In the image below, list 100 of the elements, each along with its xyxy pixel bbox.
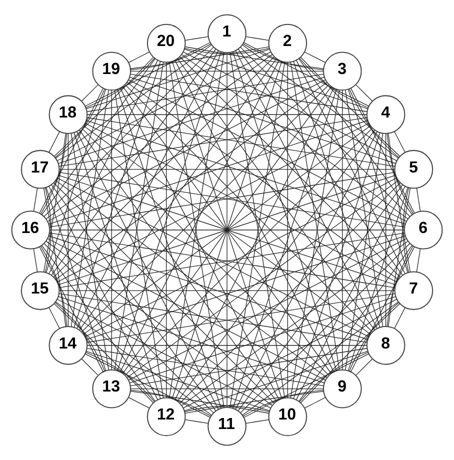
- connector: [130, 348, 368, 386]
- connector: [56, 122, 370, 282]
- node-circle: 10: [268, 397, 308, 436]
- connector: [402, 187, 409, 273]
- connector: [48, 120, 368, 224]
- connector: [416, 248, 421, 272]
- connector: [182, 54, 408, 220]
- connector: [130, 390, 270, 414]
- connector: [180, 182, 400, 404]
- connector: [342, 90, 343, 370]
- connector: [386, 246, 414, 327]
- connector: [81, 358, 98, 376]
- connector: [86, 348, 324, 386]
- connector: [174, 88, 334, 400]
- connector: [126, 82, 399, 280]
- connector: [174, 60, 334, 372]
- connector: [51, 48, 216, 276]
- connector: [238, 184, 403, 412]
- connector: [126, 180, 399, 378]
- connector: [184, 406, 270, 412]
- connector: [130, 74, 368, 112]
- connector: [58, 174, 396, 286]
- connector: [87, 345, 368, 346]
- connector: [244, 354, 370, 418]
- connector: [58, 76, 325, 164]
- node-circle: 16: [11, 210, 50, 250]
- connector: [244, 42, 370, 107]
- connector: [184, 390, 324, 414]
- connector: [46, 240, 273, 406]
- connector: [86, 58, 155, 108]
- connector: [242, 302, 398, 416]
- node-circle: 15: [20, 271, 60, 310]
- node-circle: 7: [394, 271, 434, 310]
- connector: [235, 50, 378, 329]
- connector: [122, 86, 332, 374]
- connector: [84, 122, 398, 282]
- connector: [348, 89, 408, 273]
- connector: [290, 90, 340, 398]
- connector: [130, 388, 324, 390]
- connector: [44, 243, 214, 414]
- connector: [388, 133, 411, 272]
- node-circle: 3: [322, 52, 362, 91]
- connector: [55, 44, 212, 158]
- connector: [33, 248, 38, 272]
- connector: [70, 90, 109, 327]
- node-circle: 9: [322, 369, 362, 408]
- connector: [385, 134, 386, 327]
- connector: [356, 84, 373, 102]
- connector: [130, 390, 212, 416]
- connector: [124, 128, 373, 376]
- connector: [82, 128, 330, 376]
- connector: [177, 130, 375, 402]
- connector: [348, 88, 400, 158]
- connector: [87, 114, 368, 115]
- connector: [386, 133, 414, 214]
- connector: [46, 187, 106, 371]
- connector: [40, 246, 68, 327]
- connector: [349, 302, 400, 372]
- connector: [388, 188, 411, 327]
- connector: [42, 245, 156, 402]
- connector: [79, 130, 277, 402]
- connector: [348, 187, 408, 372]
- connector: [48, 236, 368, 340]
- connector: [46, 54, 273, 220]
- connector: [299, 58, 368, 108]
- connector: [45, 187, 52, 273]
- connector: [86, 74, 324, 112]
- connector: [394, 307, 406, 329]
- connector: [128, 52, 150, 63]
- connector: [293, 132, 380, 399]
- connector: [240, 46, 410, 217]
- connector: [48, 131, 60, 153]
- connector: [296, 186, 406, 400]
- connector: [43, 133, 66, 272]
- connector: [183, 299, 398, 408]
- connector: [232, 88, 337, 409]
- connector: [184, 36, 208, 41]
- connector: [82, 84, 98, 102]
- connector: [55, 82, 328, 280]
- connector: [55, 88, 105, 158]
- connector: [296, 60, 406, 274]
- connector: [40, 133, 68, 214]
- connector: [59, 293, 368, 343]
- connector: [76, 131, 219, 410]
- connector: [180, 56, 400, 278]
- connector: [238, 48, 403, 276]
- connector: [111, 90, 112, 370]
- node-circle: 4: [366, 95, 406, 134]
- connector: [114, 62, 164, 370]
- connector: [182, 240, 408, 406]
- connector: [242, 44, 324, 70]
- connector: [58, 169, 395, 170]
- connector: [54, 182, 274, 404]
- connector: [177, 58, 375, 330]
- connector: [86, 350, 270, 412]
- connector: [416, 188, 421, 212]
- node-circle: 18: [48, 95, 88, 134]
- node-circle: 19: [92, 52, 132, 91]
- connector: [184, 48, 368, 109]
- connector: [57, 299, 271, 408]
